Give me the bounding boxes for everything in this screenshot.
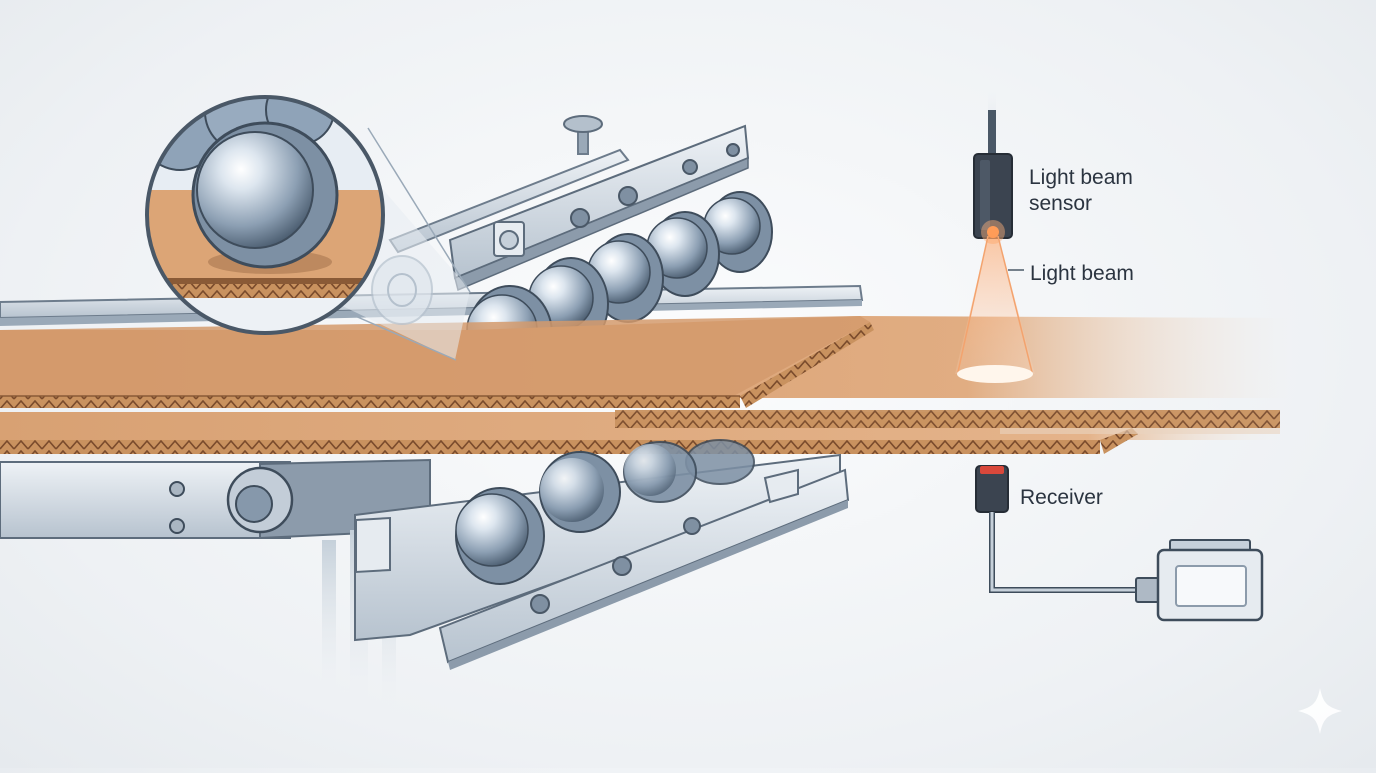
roller: [455, 487, 545, 585]
receiver: [975, 465, 1264, 622]
lower-rollers: [455, 439, 755, 585]
light-beam: [955, 235, 1035, 383]
sensor-label-line1: Light beam: [1029, 166, 1133, 189]
light-beam-sensor: [973, 88, 1013, 244]
sparkle-icon: [1298, 688, 1342, 734]
sensor-label-line2: sensor: [1029, 192, 1093, 215]
cardboard-sheet-upper: [0, 316, 1290, 408]
cardboard-sheet-lower: [0, 410, 1280, 454]
roller: [623, 441, 697, 503]
roller: [646, 211, 720, 297]
roller: [539, 451, 621, 533]
receiver-label: Receiver: [1020, 486, 1103, 509]
sensor-label: Light beam sensor: [1029, 165, 1199, 217]
magnifier-callout: [145, 95, 471, 361]
beam-label: Light beam: [1030, 262, 1134, 285]
